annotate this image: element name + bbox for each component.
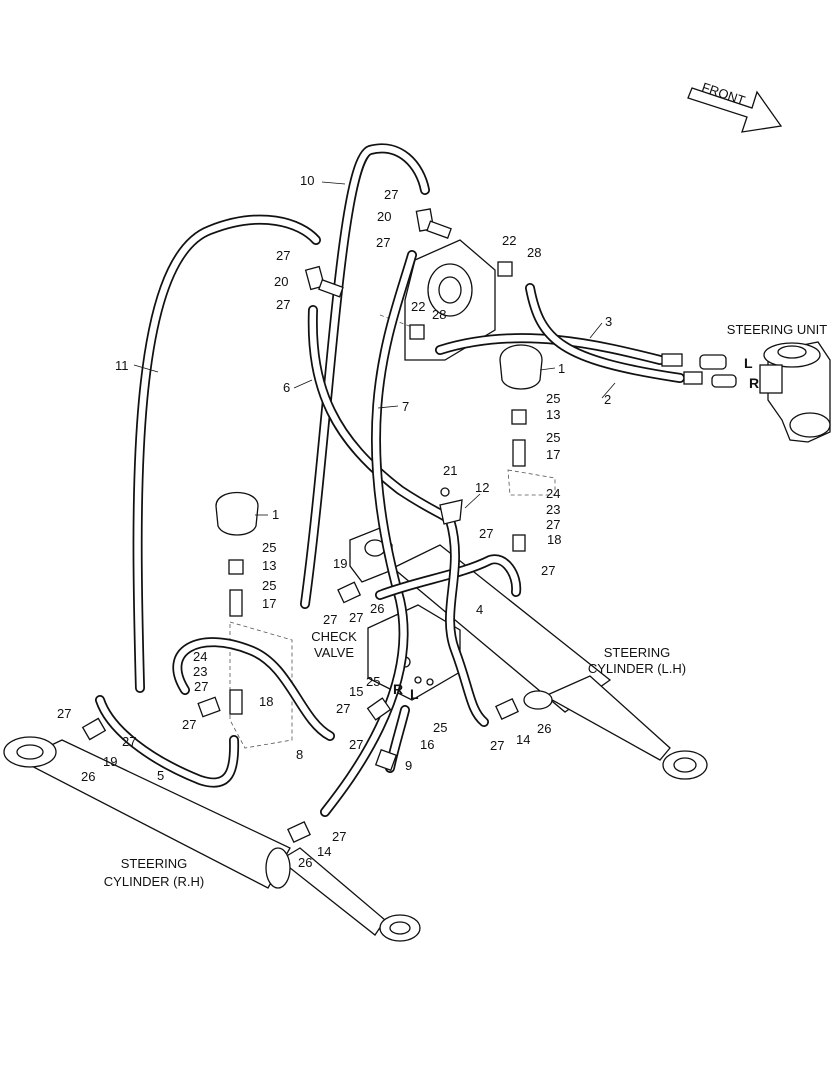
steering-unit-label: STEERING UNIT (727, 322, 827, 337)
callout-21: 21 (443, 463, 457, 478)
callout-24: 24 (193, 649, 207, 664)
callout-26: 26 (370, 601, 384, 616)
callout-4: 4 (476, 602, 483, 617)
callout-26: 26 (298, 855, 312, 870)
callout-27: 27 (276, 297, 290, 312)
callout-25: 25 (262, 540, 276, 555)
right-plate-outline (507, 469, 556, 496)
steering-cylinder-lh (391, 544, 708, 780)
callout-25: 25 (546, 430, 560, 445)
callout-27: 27 (57, 706, 71, 721)
callout-25: 25 (433, 720, 447, 735)
callout-7: 7 (402, 399, 409, 414)
callout-16: 16 (420, 737, 434, 752)
callout-14: 14 (317, 844, 331, 859)
callout-1: 1 (558, 361, 565, 376)
callout-14: 14 (516, 732, 530, 747)
callout-11: 11 (115, 358, 129, 373)
callout-20: 20 (274, 274, 288, 289)
callout-3: 3 (605, 314, 612, 329)
callout-27: 27 (541, 563, 555, 578)
callout-25: 25 (546, 391, 560, 406)
callout-18: 18 (259, 694, 273, 709)
check-valve-port-r: R (393, 681, 403, 697)
callout-17: 17 (546, 447, 560, 462)
check-valve-label-1: CHECK (311, 629, 357, 644)
callout-27: 27 (490, 738, 504, 753)
callout-27: 27 (349, 610, 363, 625)
callout-28: 28 (527, 245, 541, 260)
callout-5: 5 (157, 768, 164, 783)
accumulator-left (215, 492, 259, 715)
callout-2: 2 (604, 392, 611, 407)
check-valve-label-2: VALVE (314, 645, 354, 660)
mounting-bracket (379, 239, 496, 361)
callout-9: 9 (405, 758, 412, 773)
callout-28: 28 (432, 307, 446, 322)
callout-10: 10 (300, 173, 314, 188)
check-valve-port-l: L (410, 686, 419, 702)
callout-25: 25 (262, 578, 276, 593)
callout-25: 25 (366, 674, 380, 689)
callout-26: 26 (537, 721, 551, 736)
callout-17: 17 (262, 596, 276, 611)
callout-22: 22 (411, 299, 425, 314)
callout-13: 13 (262, 558, 276, 573)
callout-23: 23 (546, 502, 560, 517)
callout-27: 27 (336, 701, 350, 716)
callout-1: 1 (272, 507, 279, 522)
callout-27: 27 (349, 737, 363, 752)
callout-8: 8 (296, 747, 303, 762)
steering-cylinder-rh (3, 736, 421, 942)
front-arrow: FRONT (687, 79, 783, 133)
callout-26: 26 (81, 769, 95, 784)
callout-27: 27 (323, 612, 337, 627)
leader-lines (133, 181, 616, 516)
accumulator-right (499, 344, 543, 552)
callout-19: 19 (103, 754, 117, 769)
callout-23: 23 (193, 664, 207, 679)
hoses (95, 143, 685, 817)
callout-15: 15 (349, 684, 363, 699)
callout-19: 19 (333, 556, 347, 571)
callout-20: 20 (377, 209, 391, 224)
callout-12: 12 (475, 480, 489, 495)
steering-unit-port-l: L (744, 355, 753, 371)
callout-18: 18 (547, 532, 561, 547)
callout-27: 27 (546, 517, 560, 532)
callout-27: 27 (276, 248, 290, 263)
callout-22: 22 (502, 233, 516, 248)
callout-27: 27 (194, 679, 208, 694)
callout-24: 24 (546, 486, 560, 501)
callout-27: 27 (182, 717, 196, 732)
cylinder-rh-label-1: STEERING (121, 856, 187, 871)
steering-unit-port-r: R (749, 375, 759, 391)
cylinder-rh-label-2: CYLINDER (R.H) (104, 874, 204, 889)
callout-27: 27 (376, 235, 390, 250)
cylinder-lh-label-2: CYLINDER (L.H) (588, 661, 686, 676)
callout-27: 27 (384, 187, 398, 202)
callout-27: 27 (122, 734, 136, 749)
steering-unit (759, 341, 831, 443)
callout-27: 27 (479, 526, 493, 541)
fittings (81, 208, 737, 844)
callout-6: 6 (283, 380, 290, 395)
cylinder-lh-label-1: STEERING (604, 645, 670, 660)
callout-27: 27 (332, 829, 346, 844)
callout-13: 13 (546, 407, 560, 422)
